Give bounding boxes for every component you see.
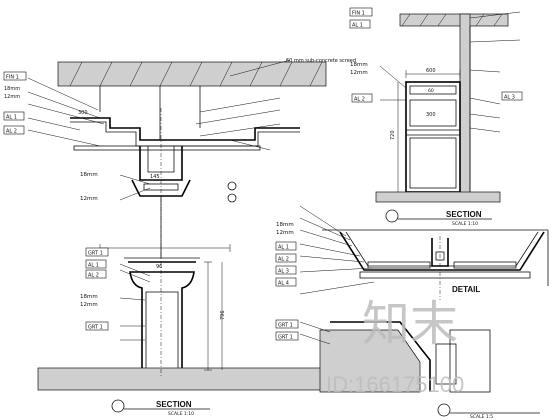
lower-tag-3: AL 2 [88, 273, 99, 279]
mid-label-2: 12mm [80, 196, 98, 202]
rt-dim-720: 720 [390, 130, 396, 140]
rb-tag-4: AL 4 [278, 281, 289, 287]
rb-tag-1: AL 1 [278, 245, 289, 251]
rt-tag-2: AL 1 [352, 23, 363, 29]
dim-796: 796 [220, 310, 226, 320]
right-bottom-detail-drawing: AL 1 AL 2 AL 3 AL 4 18mm 12mm GRT 1 GRT … [275, 205, 549, 420]
rt-tag-4: AL 3 [504, 95, 515, 101]
ceiling-label-1: 18mm [4, 86, 20, 92]
rt-label-2: 12mm [350, 70, 368, 76]
rb-tag-5: GRT 1 [278, 323, 293, 329]
lower-tag-4: GRT 1 [88, 325, 103, 331]
right-bottom-title: DETAIL [452, 285, 480, 294]
rt-dim-600: 600 [426, 68, 436, 74]
watermark-id: ID:166175100 [326, 372, 464, 397]
ceiling-label-2: 12mm [4, 94, 20, 100]
right-top-section-drawing: FIN 1 AL 1 18mm 12mm AL 2 AL 3 600 300 7… [349, 7, 523, 227]
left-section-title: SECTION [156, 400, 192, 409]
dim-145: 145 [150, 174, 160, 180]
dim-96: 96 [156, 264, 162, 270]
rt-tag-1: FIN 1 [352, 11, 365, 17]
lower-tag-2: AL 1 [88, 263, 99, 269]
watermark: 知末 ID:166175100 [326, 298, 464, 397]
left-section-scale: SCALE 1:10 [168, 411, 194, 417]
rb-label-2: 12mm [276, 230, 294, 236]
right-bottom-scale: SCALE 1:5 [470, 414, 493, 420]
lower-tag-1: GRT 1 [88, 251, 103, 257]
lower-label-1: 18mm [80, 294, 98, 300]
dim-300: 300 [78, 110, 88, 116]
rb-tag-3: AL 3 [278, 269, 289, 275]
lower-label-2: 12mm [80, 302, 98, 308]
rt-label-1: 18mm [350, 62, 368, 68]
ceiling-tag-al1: AL 1 [6, 115, 17, 121]
right-top-title: SECTION [446, 210, 482, 219]
mid-label-1: 18mm [80, 172, 98, 178]
floor-slab [37, 367, 331, 391]
ceiling-note: 60 mm sub-concrete screed [286, 58, 356, 64]
rt-dim-60: 60 [428, 88, 434, 94]
ceiling-tag: FIN 1 [6, 75, 19, 81]
rb-tag-6: GRT 1 [278, 335, 293, 341]
rb-tag-2: AL 2 [278, 257, 289, 263]
rt-tag-3: AL 2 [354, 97, 365, 103]
right-top-scale: SCALE 1:10 [452, 221, 478, 227]
ceiling-tag-al2: AL 2 [6, 129, 17, 135]
left-section-drawing: FIN 1 18mm 12mm AL 1 AL 2 60 mm sub-conc… [3, 58, 356, 417]
watermark-brand: 知末 [362, 298, 458, 351]
rb-label-1: 18mm [276, 222, 294, 228]
rt-dim-300: 300 [426, 112, 436, 118]
